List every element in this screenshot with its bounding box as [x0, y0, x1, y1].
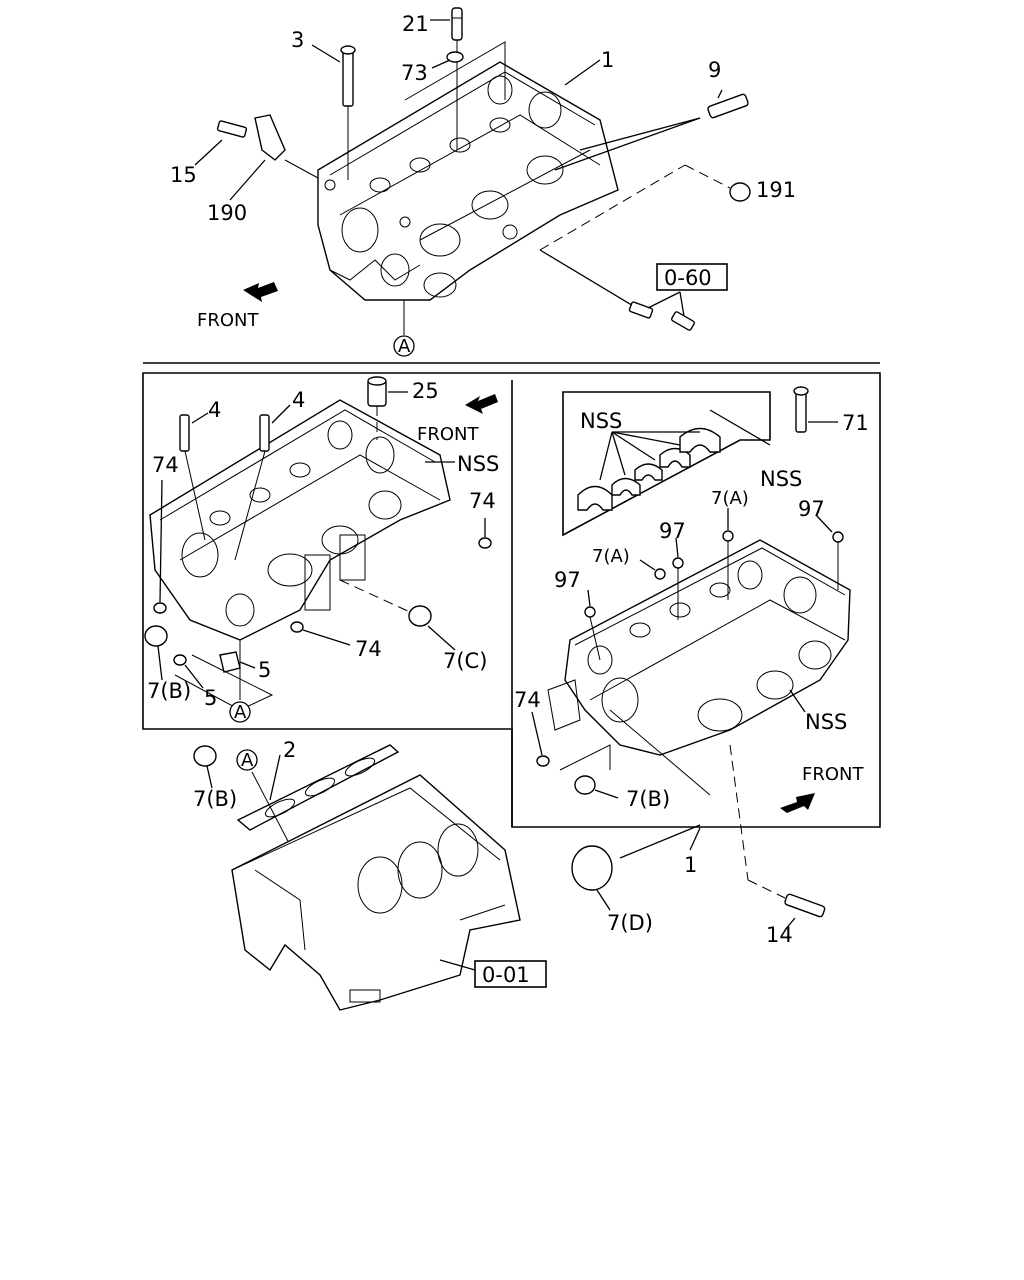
front-arrow-icon	[780, 793, 815, 813]
callout-97-2: 97	[659, 519, 686, 543]
circle-a-top-label: A	[398, 336, 411, 357]
front-arrow-icon	[465, 394, 498, 414]
ref-0-60-label: 0-60	[664, 266, 712, 290]
callout-4-b: 4	[292, 388, 305, 412]
callout-74-left-1: 74	[152, 453, 179, 477]
callout-5-b: 5	[204, 686, 217, 710]
ref-box-0-60[interactable]: 0-60	[656, 263, 728, 291]
circle-reference-icon: A	[236, 749, 258, 771]
callout-7b-right: 7(B)	[626, 787, 670, 811]
front-label-top: FRONT	[197, 310, 259, 331]
callout-1-top: 1	[601, 48, 614, 72]
callout-7d: 7(D)	[607, 911, 653, 935]
callout-2: 2	[283, 738, 296, 762]
callout-7b-bottom: 7(B)	[193, 787, 237, 811]
nss-label-left: NSS	[457, 452, 499, 476]
right-head-detail	[531, 386, 851, 881]
callout-74-right: 74	[514, 688, 541, 712]
callout-7c: 7(C)	[443, 649, 487, 673]
callout-14: 14	[766, 923, 793, 947]
callout-73: 73	[401, 61, 428, 85]
callout-9: 9	[708, 58, 721, 82]
callout-97-1: 97	[798, 497, 825, 521]
callout-labels: 21 3 73 1 9 15 190 191 0-60 FRONT A 25 4…	[147, 12, 869, 988]
part-14-stud	[747, 879, 826, 931]
nss-bearing-inset	[562, 391, 771, 537]
ref-box-0-01[interactable]: 0-01	[474, 960, 547, 988]
callout-74-left-2: 74	[469, 489, 496, 513]
callout-5-a: 5	[258, 658, 271, 682]
callout-25: 25	[412, 379, 439, 403]
callout-71: 71	[842, 411, 869, 435]
callout-7a-1: 7(A)	[711, 488, 749, 509]
top-head-assembly	[194, 7, 751, 335]
nss-label-right: NSS	[805, 710, 847, 734]
gasket-and-block	[193, 744, 521, 1011]
callout-97-3: 97	[554, 568, 581, 592]
front-label-right: FRONT	[802, 764, 864, 785]
circle-reference-icon: A	[229, 701, 251, 723]
nss-label-box: NSS	[580, 409, 622, 433]
nss-label-box-2: NSS	[760, 467, 802, 491]
front-arrow-icon	[243, 282, 278, 302]
callout-3: 3	[291, 28, 304, 52]
front-label-left: FRONT	[417, 424, 479, 445]
circle-a-gasket-label: A	[241, 750, 254, 771]
callout-15: 15	[170, 163, 197, 187]
callout-7a-2: 7(A)	[592, 546, 630, 567]
left-head-detail	[144, 376, 498, 711]
callout-74-left-3: 74	[355, 637, 382, 661]
callout-4-a: 4	[208, 398, 221, 422]
callout-1-bottom: 1	[684, 853, 697, 877]
circle-reference-icon: A	[393, 335, 415, 357]
cam-plug-7d	[571, 824, 701, 911]
callout-7b-left: 7(B)	[147, 679, 191, 703]
ref-0-01-label: 0-01	[482, 963, 530, 987]
circle-a-left-label: A	[234, 702, 247, 723]
callout-190: 190	[207, 201, 247, 225]
callout-21: 21	[402, 12, 429, 36]
callout-191: 191	[756, 178, 796, 202]
